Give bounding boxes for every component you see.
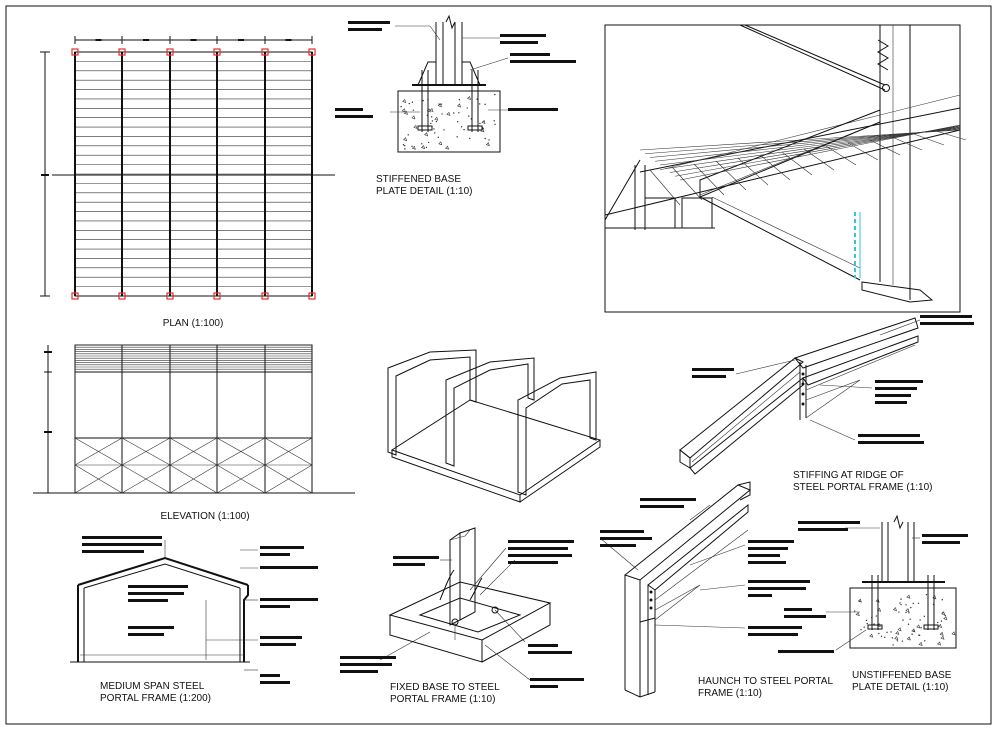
fixed-base-caption-line2: PORTAL FRAME (1:10) (390, 694, 496, 705)
ridge-caption-line1: STIFFING AT RIDGE OF (793, 470, 904, 481)
ridge-caption-line2: STEEL PORTAL FRAME (1:10) (793, 482, 933, 493)
unstiffened-base-caption-line2: PLATE DETAIL (1:10) (852, 682, 949, 693)
unstiffened-base-caption: UNSTIFFENED BASE PLATE DETAIL (1:10) (852, 670, 972, 694)
medium-span-caption-line1: MEDIUM SPAN STEEL (100, 681, 205, 692)
ridge-stiffening-detail (679, 315, 974, 475)
fixed-base-detail (340, 527, 584, 688)
fixed-base-caption: FIXED BASE TO STEEL PORTAL FRAME (1:10) (390, 682, 520, 706)
elevation-caption: ELEVATION (1:100) (160, 511, 250, 522)
unstiffened-base-caption-line1: UNSTIFFENED BASE (852, 670, 952, 681)
elevation-view (33, 344, 355, 494)
sheet-border (5, 5, 992, 725)
structure-perspective-view (604, 24, 967, 313)
haunch-detail (599, 481, 810, 698)
stiffened-base-plate-detail (335, 14, 576, 153)
isometric-portal-frames (387, 349, 602, 503)
haunch-caption-line2: FRAME (1:10) (698, 688, 762, 699)
medium-span-caption: MEDIUM SPAN STEEL PORTAL FRAME (1:200) (100, 681, 230, 705)
stiffened-base-caption-line1: STIFFENED BASE (376, 174, 462, 185)
plan-view (40, 36, 335, 300)
stiffened-base-caption: STIFFENED BASE PLATE DETAIL (1:10) (376, 174, 486, 198)
medium-span-portal-frame (70, 536, 318, 684)
medium-span-caption-line2: PORTAL FRAME (1:200) (100, 693, 211, 704)
unstiffened-base-plate-detail (778, 514, 968, 653)
haunch-caption-line1: HAUNCH TO STEEL PORTAL (698, 676, 834, 687)
fixed-base-caption-line1: FIXED BASE TO STEEL (390, 682, 500, 693)
plan-caption: PLAN (1:100) (162, 318, 224, 329)
stiffened-base-caption-line2: PLATE DETAIL (1:10) (376, 186, 473, 197)
ridge-caption: STIFFING AT RIDGE OF STEEL PORTAL FRAME … (793, 470, 943, 494)
haunch-caption: HAUNCH TO STEEL PORTAL FRAME (1:10) (698, 676, 838, 700)
